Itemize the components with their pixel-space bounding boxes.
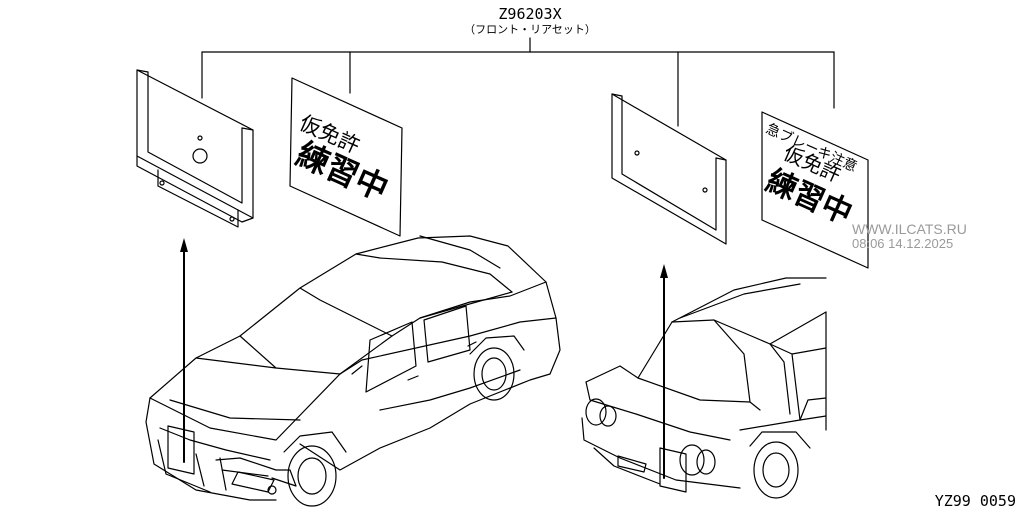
front-arrow — [180, 238, 188, 463]
watermark-site: WWW.ILCATS.RU — [852, 221, 967, 237]
watermark-timestamp: 08:06 14.12.2025 — [852, 236, 953, 251]
rear-plate-holder — [611, 93, 727, 245]
figure-code: YZ99 0059 — [935, 492, 1016, 510]
part-number: Z96203X — [498, 5, 561, 23]
rear-arrow — [660, 264, 668, 479]
part-subtitle: （フロント・リアセット） — [464, 23, 596, 36]
rear-car-illustration — [581, 277, 827, 499]
front-car-illustration — [145, 235, 561, 507]
leader-lines — [201, 37, 835, 127]
front-learner-sign: 仮免許 練習中 — [289, 77, 403, 237]
front-plate-holder — [136, 69, 254, 228]
